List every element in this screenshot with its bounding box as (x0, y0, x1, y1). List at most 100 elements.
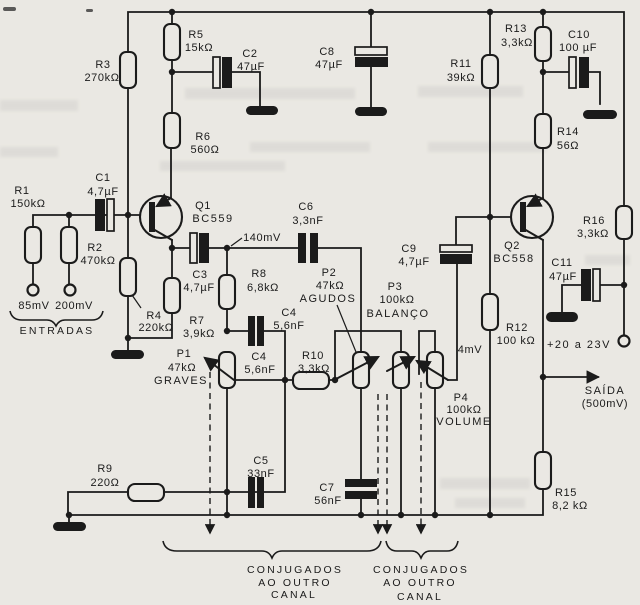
wiper-arrow (415, 359, 449, 381)
emitter-arrow (155, 193, 172, 208)
terminal-circle (26, 283, 40, 297)
part-value: 560Ω (191, 144, 220, 156)
part-value: 15kΩ (185, 42, 213, 54)
resistor-r6: R6 560Ω (162, 111, 220, 156)
part-role: AGUDOS (300, 293, 357, 305)
resistor-r1: R1 150kΩ (10, 185, 45, 265)
part-ref: C8 (319, 46, 334, 58)
resistor-r11: R11 39kΩ (447, 53, 500, 90)
cap-plate (310, 233, 318, 263)
pot-body (425, 350, 445, 390)
inputs-label: ENTRADAS (20, 325, 95, 337)
resistor-r12: R12 100 kΩ (480, 292, 536, 347)
capacitor-c1: C1 4,7µF (87, 172, 118, 232)
capacitor-c9: C9 4,7µF (398, 243, 473, 268)
part-ref: C1 (95, 172, 110, 184)
cap-plate (106, 198, 115, 232)
cap-plate (222, 57, 232, 88)
resistor-body (533, 112, 553, 150)
part-value: 150kΩ (10, 198, 45, 210)
input-terminal-2 (63, 283, 77, 297)
part-value: 100 kΩ (497, 335, 536, 347)
resistor-r8: R8 6,8kΩ (217, 268, 279, 311)
part-value: 3,3kΩ (298, 363, 330, 375)
part-value: 6,8kΩ (247, 282, 279, 294)
coupled-line3: CANAL (397, 591, 443, 603)
resistor-r14: R14 56Ω (533, 112, 579, 152)
part-value: 3,3kΩ (501, 37, 533, 49)
part-role: VOLUME (436, 416, 491, 428)
transistor-bar (520, 202, 526, 232)
resistor-body (162, 276, 182, 315)
part-ref: R5 (188, 29, 203, 41)
part-ref: C2 (242, 48, 257, 60)
supply-terminal (617, 334, 631, 348)
part-ref: P4 (454, 392, 469, 404)
pot-p2-agudos: P2 47kΩ AGUDOS (300, 267, 380, 390)
junction-dots (65, 8, 628, 519)
cap-plate (581, 269, 591, 301)
capacitor-c5: C5 33nF (247, 455, 274, 508)
part-ref: C11 (551, 257, 572, 269)
callout-line (131, 294, 142, 309)
pot-p3-balanco: P3 100kΩ BALANÇO (366, 281, 429, 390)
capacitor-c3: C3 4,7µF (183, 232, 214, 294)
part-value: 4,7µF (398, 256, 429, 268)
part-ref: C3 (192, 269, 207, 281)
part-ref: R7 (189, 315, 204, 327)
part-value: 47µF (549, 271, 577, 283)
coupled-line2: AO OUTRO (383, 577, 457, 589)
part-ref: R1 (14, 185, 29, 197)
signal-annotations: 85mV 200mV 140mV 4mV +20 a 23V SAÍDA (50… (18, 232, 628, 410)
coupled-right-caption: CONJUGADOS AO OUTRO CANAL (373, 540, 467, 603)
cap-plate (248, 316, 255, 346)
resistor-body (118, 256, 138, 298)
cap-plate (579, 57, 589, 88)
part-ref: P2 (322, 267, 337, 279)
resistor-r2: R2 470kΩ (59, 225, 115, 267)
part-ref: C10 (568, 29, 590, 41)
cap-plate (199, 233, 209, 263)
coupled-line3: CANAL (271, 589, 317, 601)
resistor-body (23, 225, 43, 265)
part-ref: R3 (95, 59, 110, 71)
wiper-arrow (203, 356, 235, 381)
part-value: 5,6nF (273, 320, 304, 332)
part-value: BC559 (192, 213, 233, 225)
part-role: BALANÇO (366, 308, 429, 320)
resistor-r3: R3 270kΩ (84, 50, 138, 90)
resistor-r9: R9 220Ω (91, 463, 166, 503)
ground-icon (355, 107, 387, 116)
part-value: 56Ω (557, 140, 579, 152)
input-level-1: 85mV (18, 300, 49, 312)
transistor-q2: Q2 BC558 (493, 193, 555, 265)
part-ref: R2 (87, 242, 102, 254)
wiper-level: 4mV (458, 344, 482, 356)
pot-body (351, 350, 371, 390)
cap-plate (355, 57, 388, 67)
terminal-circle (617, 334, 631, 348)
part-ref: R10 (302, 350, 324, 362)
cap-plate (95, 199, 105, 231)
cap-plate (345, 491, 377, 499)
ground-icon (111, 350, 144, 359)
resistor-body (118, 50, 138, 90)
cap-plate (189, 232, 198, 264)
resistor-body (480, 292, 500, 332)
scan-specks (3, 7, 93, 12)
collector-lead (152, 228, 173, 241)
part-ref: R9 (97, 463, 112, 475)
callout-line (336, 304, 357, 353)
part-ref: C7 (319, 482, 334, 494)
coupled-line2: AO OUTRO (258, 577, 332, 589)
part-ref: C5 (253, 455, 268, 467)
part-value: 100kΩ (446, 404, 481, 416)
output-level: (500mV) (582, 398, 628, 410)
part-value: 47kΩ (168, 362, 196, 374)
cap-plate (212, 56, 221, 89)
underbrace (385, 540, 459, 561)
part-ref: P3 (388, 281, 403, 293)
transistor-bar (149, 202, 155, 232)
